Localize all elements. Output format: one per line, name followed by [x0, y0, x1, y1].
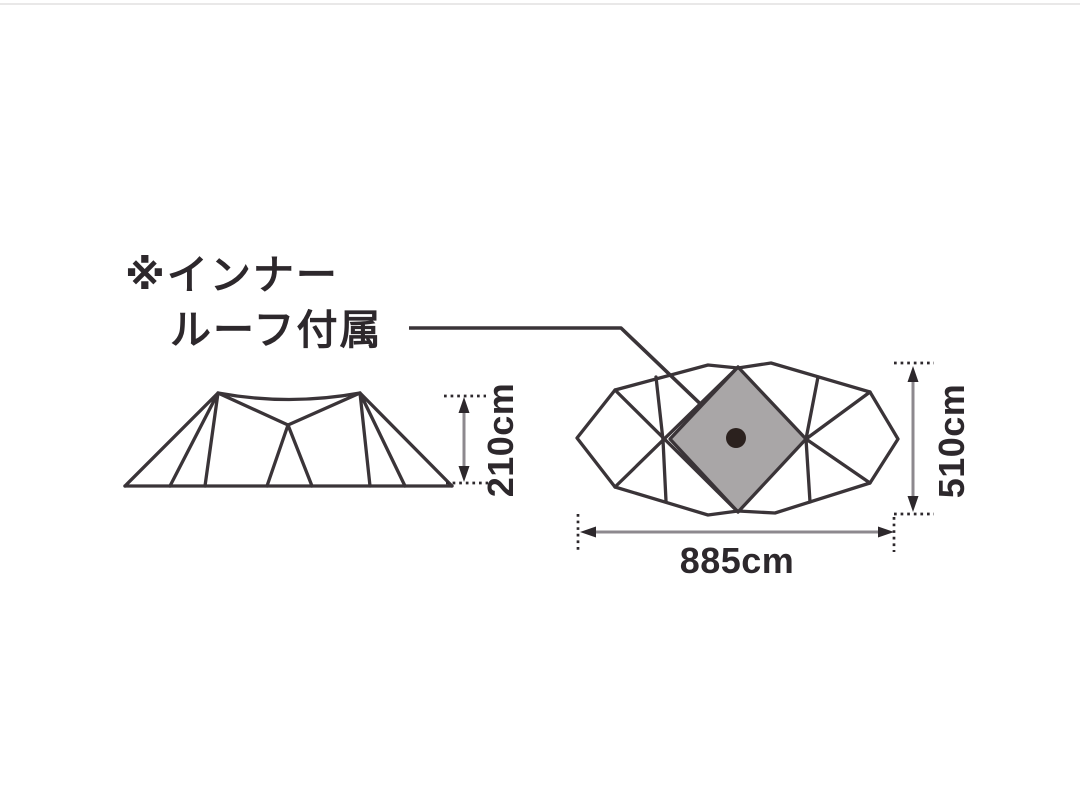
dimension-width: 885cm: [576, 514, 896, 581]
inner-roof-note: ※インナー ルーフ付属: [125, 252, 383, 353]
depth-value: 510cm: [931, 384, 972, 499]
tent-side-view: [123, 391, 454, 488]
depth-arrow-down: [907, 496, 919, 512]
footprint-outline: [575, 361, 900, 517]
depth-extension-dots: [894, 361, 934, 516]
tent-top-view: [575, 361, 900, 517]
dimension-height: 210cm: [444, 383, 521, 498]
height-arrow-up: [458, 397, 470, 413]
image-top-edge-line: [0, 3, 1080, 5]
note-line-2: ルーフ付属: [170, 307, 383, 353]
width-arrow-left: [580, 526, 596, 538]
width-value: 885cm: [680, 540, 795, 581]
width-arrow-right: [878, 526, 894, 538]
note-line-1: ※インナー: [125, 252, 339, 298]
seam-lines: [613, 365, 872, 514]
height-extension-dots: [444, 394, 488, 485]
leader-line: [409, 326, 738, 440]
ridge-sag-line: [216, 391, 362, 402]
height-value: 210cm: [480, 383, 521, 498]
door-panel-lines: [265, 423, 314, 488]
dimension-depth: 510cm: [894, 361, 972, 516]
height-arrow-down: [458, 466, 470, 482]
depth-arrow-up: [907, 366, 919, 382]
center-pole-dot: [726, 428, 746, 448]
frame-lines: [123, 391, 454, 488]
